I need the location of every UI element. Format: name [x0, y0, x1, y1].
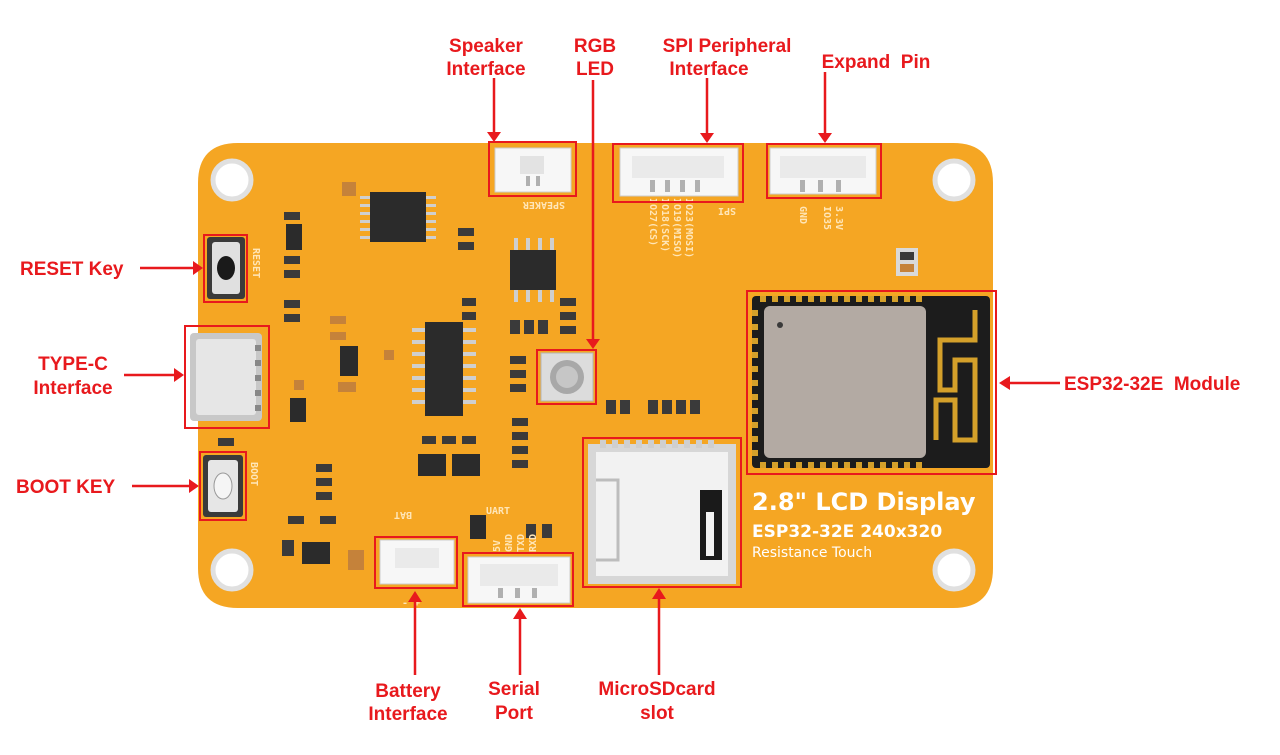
silk-uart-pin-3: TXD [516, 534, 527, 552]
label-reset-key: RESET Key [20, 259, 124, 280]
label-serial-line2: Port [495, 703, 534, 724]
silk-spi-pin-3: IO18(SCK) [659, 198, 670, 252]
silkscreen: RESET BOOT SPEAKER SPI IO23(MOSI) IO19(M… [248, 198, 844, 609]
silk-uart: UART [486, 506, 510, 517]
annotation-boxes [184, 141, 997, 607]
silk-spi-pin-4: IO27(CS) [647, 198, 658, 246]
label-type-c-line2: Interface [33, 378, 112, 399]
silk-boot: BOOT [248, 462, 259, 486]
spi-connector [619, 147, 739, 197]
battery-box [374, 536, 458, 589]
label-expand-pin: Expand Pin [822, 52, 931, 73]
label-serial-line1: Serial [488, 679, 540, 700]
board-title: 2.8" LCD Display [752, 488, 976, 516]
silk-speaker: SPEAKER [522, 199, 565, 210]
silk-spi-pin-1: IO23(MOSI) [683, 198, 694, 258]
label-speaker-line1: Speaker [449, 36, 524, 57]
expand-pin-connector [769, 147, 877, 195]
label-microsd-line2: slot [640, 703, 674, 724]
silk-expand-pin-3: 3.3V [833, 206, 844, 230]
mounting-holes [210, 158, 976, 592]
label-spi-line1: SPI Peripheral [663, 36, 792, 57]
label-speaker-line2: Interface [446, 59, 525, 80]
label-spi-line2: Interface [669, 59, 748, 80]
silk-expand-pin-1: GND [797, 206, 808, 224]
expand-pin-box [766, 143, 882, 199]
rgb-led-box [536, 349, 597, 405]
board-touch-type: Resistance Touch [752, 545, 872, 561]
rgb-led [540, 352, 594, 402]
label-rgb-led-line1: RGB [574, 36, 616, 57]
label-esp32-module: ESP32-32E Module [1064, 374, 1240, 395]
boot-button-body [203, 455, 243, 517]
esp32-module [752, 296, 990, 468]
label-microsd-line1: MicroSDcard [598, 679, 715, 700]
callout-labels: Speaker Interface RGB LED SPI Peripheral… [16, 36, 1240, 725]
ics [286, 192, 556, 564]
speaker-box [488, 141, 577, 197]
board-branding: 2.8" LCD Display ESP32-32E 240x320 Resis… [752, 488, 976, 561]
board-model: ESP32-32E 240x320 [752, 522, 942, 542]
type-c-box [184, 325, 270, 429]
battery-connector [379, 539, 455, 585]
label-battery-line1: Battery [375, 681, 441, 702]
spi-box [612, 143, 744, 203]
silk-uart-pin-1: 5V [492, 540, 503, 552]
microsd-box [582, 437, 742, 588]
esp32-box [746, 290, 997, 475]
arrows [124, 72, 1060, 675]
silk-bat-polarity: - + [402, 598, 420, 609]
label-battery-line2: Interface [368, 704, 447, 725]
silk-bat: BAT [394, 509, 412, 520]
type-c-connector [190, 333, 262, 421]
silk-uart-pin-2: GND [504, 534, 515, 552]
smd-components [218, 182, 918, 570]
label-boot-key: BOOT KEY [16, 477, 116, 498]
boot-box [199, 451, 247, 521]
uart-connector [467, 556, 571, 604]
label-type-c-line1: TYPE-C [38, 354, 108, 375]
microsd-slot [588, 440, 736, 584]
silk-uart-pin-4: RXD [528, 534, 539, 552]
silk-spi: SPI [718, 205, 736, 216]
label-rgb-led-line2: LED [576, 59, 614, 80]
speaker-connector [494, 147, 572, 193]
silk-expand-pin-2: IO35 [821, 206, 832, 230]
silk-reset: RESET [250, 248, 261, 278]
reset-button-body [207, 237, 245, 299]
reset-box [203, 234, 248, 303]
silk-spi-pin-2: IO19(MISO) [671, 198, 682, 258]
serial-box [462, 552, 574, 607]
